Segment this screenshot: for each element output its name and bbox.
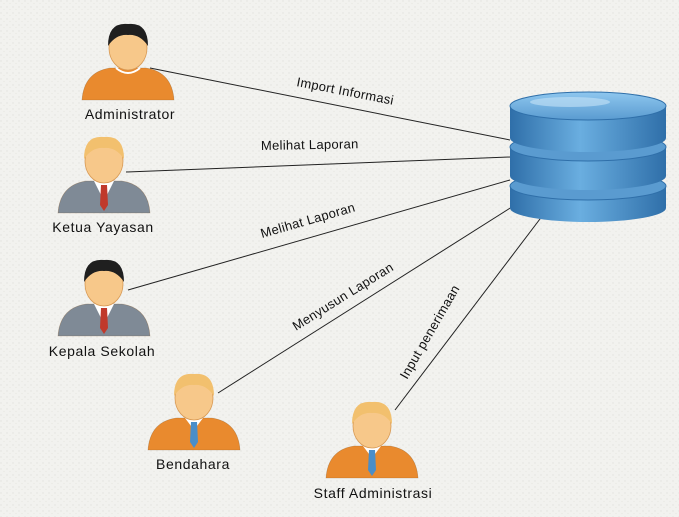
person-icon-administrator <box>81 23 175 101</box>
actor-label-bendahara: Bendahara <box>156 456 230 472</box>
actors-layer <box>57 23 419 479</box>
person-icon-kepala-sekolah <box>57 259 151 337</box>
person-icon-staff-administrasi <box>325 401 419 479</box>
actor-label-kepala-sekolah: Kepala Sekolah <box>49 343 155 359</box>
edge-line-ketua-yayasan <box>125 156 511 173</box>
edge-label-ketua-yayasan: Melihat Laporan <box>261 136 359 153</box>
edge-line-administrator <box>149 67 511 141</box>
connector-lines <box>125 67 544 411</box>
actor-label-staff-administrasi: Staff Administrasi <box>314 485 433 501</box>
actor-label-administrator: Administrator <box>85 106 175 122</box>
edge-line-staff-administrasi <box>394 214 544 411</box>
actor-label-ketua-yayasan: Ketua Yayasan <box>52 219 153 235</box>
person-icon-bendahara <box>147 373 241 451</box>
edge-line-bendahara <box>217 204 516 394</box>
database-icon <box>509 91 667 222</box>
person-icon-ketua-yayasan <box>57 136 151 214</box>
actor-labels: Administrator Ketua Yayasan Kepala Sekol… <box>49 106 433 501</box>
edge-line-kepala-sekolah <box>127 179 511 291</box>
